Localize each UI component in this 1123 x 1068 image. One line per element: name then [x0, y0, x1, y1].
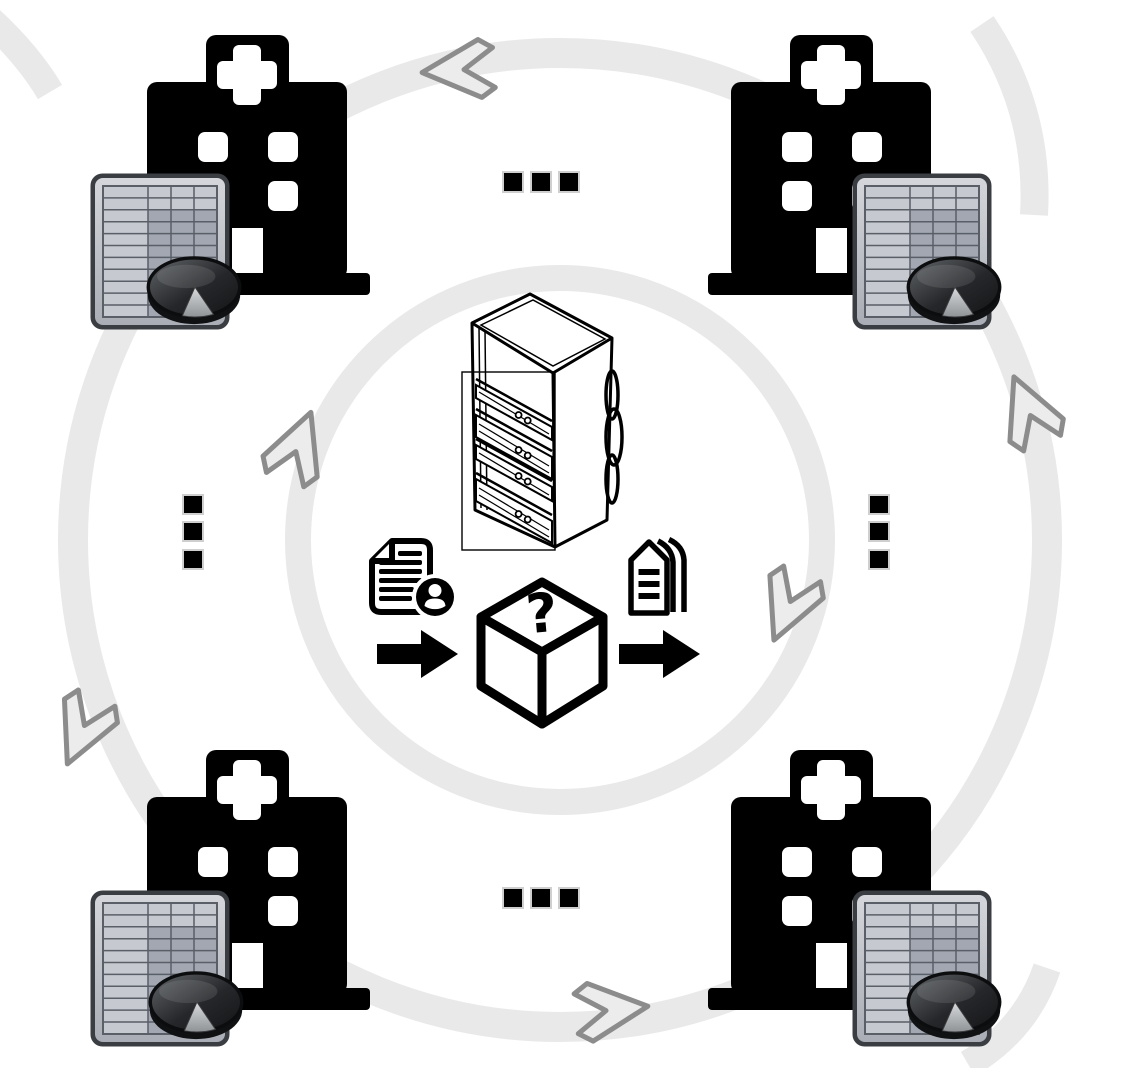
ellipsis-left [182, 494, 204, 570]
ellipsis-square [868, 521, 890, 542]
ellipsis-square [182, 494, 204, 515]
pie-chart-icon [906, 256, 1002, 326]
pie-chart-icon [146, 256, 242, 326]
server-tray [475, 471, 553, 545]
server-rack-icon [461, 292, 624, 551]
flow-arrow-in-icon [377, 630, 458, 678]
ring-fragment-bottom-right [960, 963, 1061, 1068]
outer-cycle-ring [58, 38, 1062, 1042]
ellipsis-square [558, 171, 580, 193]
flow-arrow-out-icon [619, 630, 700, 678]
server-tray [475, 437, 553, 503]
document-text-lines [379, 551, 422, 601]
ellipsis-square [868, 494, 890, 515]
corner-ring-fragments [0, 10, 1061, 1068]
ellipsis-square [182, 549, 204, 570]
mystery-box-icon: ? [476, 577, 608, 729]
ellipsis-square [530, 171, 552, 193]
ellipsis-top [502, 171, 580, 193]
server-tray [475, 377, 553, 442]
hospital-node-top-left [90, 35, 370, 330]
server-side-cables-icon [604, 369, 624, 505]
ring-fragment-top-right [970, 16, 1049, 216]
folded-corner-icon [372, 541, 395, 564]
person-badge-icon [412, 574, 458, 620]
stacked-tags-strokes [656, 537, 687, 612]
ellipsis-square [502, 171, 524, 193]
patient-record-icon [369, 538, 458, 620]
server-panel-outline [461, 371, 556, 551]
labels-icon [628, 537, 687, 616]
ellipsis-right [868, 494, 890, 570]
ellipsis-square [558, 887, 580, 909]
ring-fragment-top-left [0, 10, 63, 100]
server-tray [475, 407, 553, 481]
ellipsis-bottom [502, 887, 580, 909]
hospital-node-bottom-right [708, 750, 1002, 1047]
ellipsis-square [182, 521, 204, 542]
ellipsis-square [868, 549, 890, 570]
inner-cycle-ring [285, 265, 835, 815]
ellipsis-square [502, 887, 524, 909]
pie-chart-icon [906, 971, 1002, 1041]
ellipsis-square [530, 887, 552, 909]
question-mark-label: ? [523, 581, 560, 646]
pie-chart-icon [148, 971, 244, 1041]
